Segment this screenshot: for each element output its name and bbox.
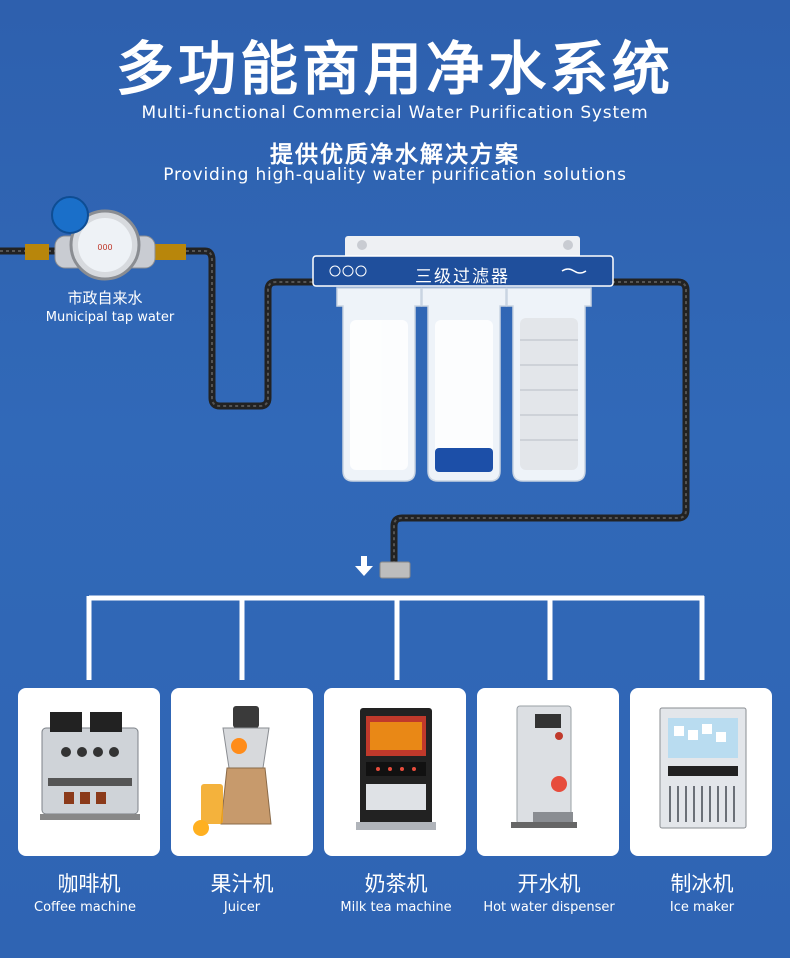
- page-title: 多功能商用净水系统: [115, 35, 674, 103]
- svg-text:000: 000: [97, 243, 112, 252]
- coffee-machine-card: [18, 688, 160, 856]
- appliance-label-cn: 制冰机: [670, 872, 734, 896]
- inlet-pipe: [0, 247, 322, 410]
- appliance-label-cn: 开水机: [517, 872, 581, 896]
- appliance-label-cn: 奶茶机: [364, 872, 428, 896]
- juicer-card: [171, 688, 313, 856]
- appliance-label-en: Juicer: [223, 900, 261, 915]
- tagline-en: Providing high-quality water purificatio…: [163, 165, 627, 185]
- hot-water-dispenser-card: [477, 688, 619, 856]
- source-label-en: Municipal tap water: [45, 310, 175, 325]
- appliance-label-en: Coffee machine: [34, 900, 136, 915]
- down-arrow-icon: [355, 556, 373, 576]
- ice-maker-card: [630, 688, 772, 856]
- coffee-machine-icon: [40, 712, 140, 820]
- tagline-cn: 提供优质净水解决方案: [270, 142, 520, 168]
- filter-unit-label: 三级过滤器: [415, 267, 510, 287]
- water-meter-icon: 000: [25, 196, 186, 281]
- outlet-pipe: [379, 278, 690, 579]
- appliance-label-en: Hot water dispenser: [483, 900, 615, 915]
- page-subtitle: Multi-functional Commercial Water Purifi…: [141, 103, 649, 123]
- juicer-icon: [193, 706, 272, 836]
- ice-maker-icon: [659, 707, 747, 829]
- appliance-label-cn: 果汁机: [210, 872, 274, 896]
- appliance-label-en: Milk tea machine: [340, 900, 452, 915]
- filter-unit: [312, 236, 614, 482]
- source-label-cn: 市政自来水: [67, 289, 143, 307]
- hot-water-dispenser-icon: [511, 705, 577, 828]
- appliance-label-en: Ice maker: [669, 900, 735, 915]
- appliance-label-cn: 咖啡机: [57, 872, 121, 896]
- milk-tea-machine-card: [324, 688, 466, 856]
- distribution-lines: [86, 595, 705, 680]
- milk-tea-machine-icon: [356, 708, 436, 830]
